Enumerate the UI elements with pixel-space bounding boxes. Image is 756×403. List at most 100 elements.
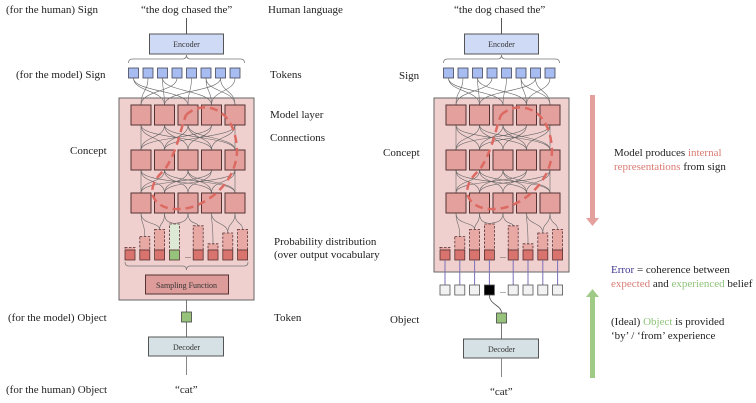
probability-bar-upper [168, 223, 180, 251]
connection-line [477, 77, 480, 106]
vocab-brace [124, 261, 249, 271]
connection-line [502, 77, 507, 106]
probability-bar-upper [454, 236, 466, 251]
annotation-token: Token [274, 312, 302, 324]
connection-line [187, 169, 236, 194]
note-highlight-experienced: experienced [671, 278, 725, 291]
note-text: = coherence between [634, 264, 730, 276]
connection-line [479, 77, 536, 106]
encoder-box [149, 33, 224, 55]
probability-bar [454, 249, 466, 261]
vocab-ellipsis: ... [500, 286, 506, 295]
note-internal-representations: Model produces internal representations … [614, 146, 726, 175]
model-node [445, 104, 467, 126]
note-highlight-expected: expected [611, 278, 651, 291]
note-text: Model produces [614, 147, 688, 159]
annotation-prob-dist: Probability distribution [274, 236, 377, 248]
token-square [530, 67, 541, 79]
token-square [128, 67, 139, 79]
probability-bar-upper [483, 223, 495, 251]
note-text: belief [724, 278, 753, 291]
model-node [516, 149, 537, 171]
annotation-human-language: Human language [268, 4, 343, 16]
token-square [515, 67, 527, 79]
connection-line [187, 124, 236, 151]
connection-line [211, 77, 236, 106]
model-node [445, 192, 467, 214]
token-square [501, 67, 512, 79]
connection-line [502, 169, 551, 194]
probability-bar-upper [222, 232, 234, 251]
vocab-token [439, 284, 451, 296]
vocab-token [522, 284, 534, 296]
connection-line [502, 212, 514, 226]
vocab-token [537, 284, 549, 296]
note-highlight-representations: representations [614, 161, 681, 174]
probability-bar [552, 249, 563, 261]
probability-bar [537, 249, 549, 261]
token-brace [443, 54, 560, 64]
model-node [177, 149, 199, 171]
connection-line [205, 77, 212, 106]
token-square [443, 67, 454, 79]
right-label-sign: Sign [399, 70, 420, 82]
model-node [492, 192, 514, 214]
connection-line [211, 124, 236, 151]
model-node [130, 149, 152, 171]
right-label-concept: Concept [383, 147, 420, 159]
probability-bar-upper [552, 228, 563, 251]
connection-line [211, 169, 236, 194]
note-text: from sign [680, 161, 726, 174]
token-square [229, 67, 241, 79]
connection-line [140, 124, 165, 151]
connection-line [187, 212, 199, 226]
connection-line [187, 77, 192, 106]
note-text: is provided [672, 316, 725, 328]
sampling-function-label: Sampling Function [156, 281, 217, 290]
probability-bar [439, 249, 451, 261]
probability-bar-upper [522, 243, 534, 251]
probability-bar [522, 249, 534, 261]
connection-line [455, 124, 527, 151]
connection-line [162, 77, 212, 106]
connection-line [448, 77, 504, 106]
observed-connector [489, 294, 502, 314]
token-square [200, 67, 212, 79]
connection-line [455, 169, 480, 194]
right-diagram: Encoder......Decoder [433, 18, 570, 377]
model-node [130, 192, 152, 214]
model-node [177, 192, 199, 214]
probability-bar-upper [139, 236, 151, 251]
connection-line [164, 169, 236, 194]
connection-line [474, 212, 480, 230]
label-human-object: (for the human) Object [6, 384, 108, 396]
vocab-token [469, 284, 481, 296]
connection-line [205, 77, 236, 106]
probability-bar-upper [469, 228, 481, 251]
connection-line [140, 77, 149, 106]
internal-representation-arrow [586, 95, 599, 226]
concept-loop [151, 106, 239, 211]
connection-line [455, 77, 493, 106]
vocab-ellipsis: ... [500, 251, 506, 260]
right-output-text: “cat” [490, 386, 513, 398]
connection-line [455, 77, 464, 106]
decoder-label: Decoder [488, 345, 515, 354]
right-label-object: Object [390, 314, 420, 326]
note-highlight-error: Error [611, 264, 635, 276]
token-brace [128, 54, 245, 64]
annotation-tokens: Tokens [270, 69, 302, 81]
connection-line [479, 169, 551, 194]
input-text: “the dog chased the” [141, 4, 233, 16]
token-square [544, 67, 556, 79]
connection-line [542, 212, 551, 234]
token-square [171, 67, 183, 79]
token-square [486, 67, 498, 79]
vocab-token [507, 284, 519, 296]
model-node [492, 104, 514, 126]
connection-line [159, 212, 165, 230]
note-error: Error = coherence between expected and e… [611, 263, 752, 292]
note-highlight-object: Object [643, 316, 673, 328]
model-node [539, 192, 561, 214]
